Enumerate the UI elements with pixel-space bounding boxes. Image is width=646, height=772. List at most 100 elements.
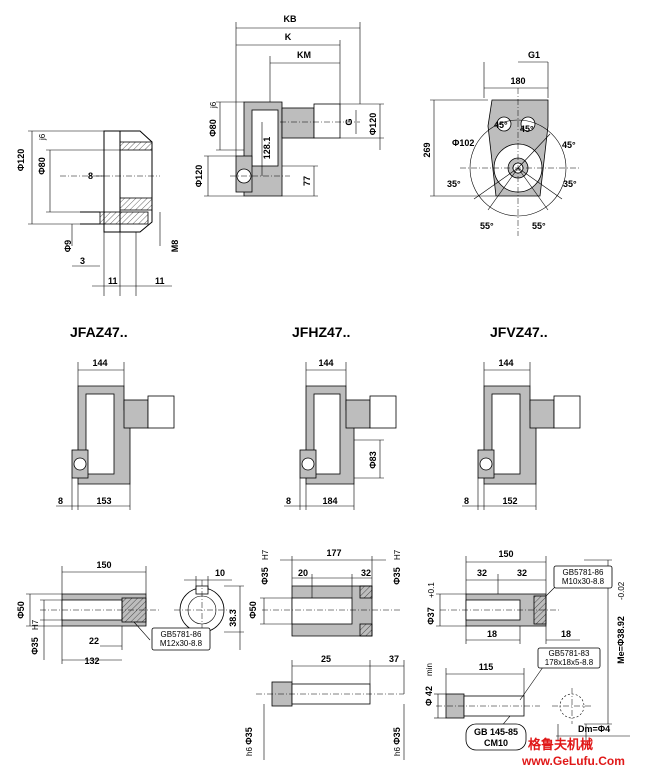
- jfaz-view: [56, 362, 175, 510]
- side-tol-label: j6: [209, 101, 218, 109]
- front-a45b-label: 45°: [520, 124, 534, 134]
- shaft-v-key-callout: [537, 647, 601, 669]
- shaft-v-n18b-label: 18: [561, 629, 571, 639]
- flange-m8-label: M8: [170, 240, 180, 253]
- side-n77-label: 77: [302, 176, 312, 186]
- side-n128-label: 128.1: [262, 137, 272, 160]
- shaft-a-detail: [26, 566, 244, 664]
- flange-detail: [28, 130, 172, 296]
- front-a55b-label: 55°: [532, 221, 546, 231]
- jfaz-n153-label: 153: [96, 496, 111, 506]
- shaft-h-d35a-label: Φ35: [260, 567, 270, 584]
- title-jfvz: JFVZ47..: [490, 324, 548, 340]
- jfhz-d83-label: Φ83: [368, 451, 378, 468]
- side-d120b-label: Φ120: [194, 165, 204, 187]
- shaft-h-n37-label: 37: [389, 654, 399, 664]
- shaft-v-n150-label: 150: [498, 549, 513, 559]
- front-view: [430, 61, 580, 236]
- shaft-h-d35b-label: Φ35: [392, 567, 402, 584]
- shaft-v-detail: [434, 556, 630, 740]
- flange-n3-label: 3: [80, 256, 85, 266]
- shaft-v-center-callout: [465, 723, 527, 751]
- jfhz-n8-label: 8: [286, 496, 291, 506]
- shaft-h-n20-label: 20: [298, 568, 308, 578]
- shaft-v-dm-label: Dm=Φ4: [578, 724, 610, 734]
- shaft-h-d35d-label: Φ35: [392, 727, 402, 744]
- title-jfaz: JFAZ47..: [70, 324, 128, 340]
- front-n180-label: 180: [510, 76, 525, 86]
- shaft-v-n115-label: 115: [479, 662, 494, 672]
- side-k-label: K: [285, 32, 292, 42]
- front-n269-label: 269: [422, 142, 432, 157]
- jfvz-view: [462, 362, 581, 510]
- shaft-v-n32b-label: 32: [517, 568, 527, 578]
- shaft-h-d35c-label: Φ35: [244, 727, 254, 744]
- jfvz-n8-label: 8: [464, 496, 469, 506]
- shaft-v-d42-label: Φ 42: [424, 686, 434, 706]
- shaft-h-n25-label: 25: [321, 654, 331, 664]
- shaft-h-n32-label: 32: [361, 568, 371, 578]
- shaft-v-bolt-callout: [553, 565, 613, 589]
- jfhz-n144-label: 144: [318, 358, 333, 368]
- front-g1-label: G1: [528, 50, 540, 60]
- flange-n11a-label: 11: [108, 276, 118, 286]
- shaft-a-n383-label: 38.3: [228, 609, 238, 627]
- shaft-v-d37-label: Φ37: [426, 607, 436, 624]
- front-a45c-label: 45°: [562, 140, 576, 150]
- flange-d80-label: Φ80: [37, 157, 47, 174]
- shaft-h-tol-d-label: h6: [393, 747, 402, 756]
- front-a35a-label: 35°: [447, 179, 461, 189]
- side-d80-label: Φ80: [208, 119, 218, 136]
- shaft-v-std4-label: 178x18x5-8.8: [545, 658, 594, 667]
- shaft-v-metol-label: -0.02: [617, 581, 626, 600]
- shaft-v-std6-label: CM10: [484, 738, 508, 748]
- shaft-v-n18a-label: 18: [487, 629, 497, 639]
- watermark-cn: 格鲁夫机械: [528, 737, 593, 753]
- shaft-a-std1-label: GB5781-86: [161, 630, 202, 639]
- shaft-h-tol-c-label: h6: [245, 747, 254, 756]
- title-jfhz: JFHZ47..: [292, 324, 350, 340]
- side-g-label: G: [344, 118, 354, 125]
- front-a45a-label: 45°: [494, 120, 508, 130]
- shaft-a-d50-label: Φ50: [16, 601, 26, 618]
- side-d120-label: Φ120: [368, 113, 378, 135]
- watermark-url: www.GeLufu.Com: [521, 754, 625, 768]
- front-d102-label: Φ102: [452, 138, 474, 148]
- side-view: [204, 22, 384, 197]
- flange-d9-label: Φ9: [63, 240, 73, 252]
- shaft-v-me-label: Me=Φ38.92: [616, 616, 626, 664]
- shaft-v-tol42-label: min: [425, 663, 434, 676]
- shaft-a-tol-label: H7: [31, 619, 40, 630]
- shaft-h-n177-label: 177: [326, 548, 341, 558]
- shaft-v-n32a-label: 32: [477, 568, 487, 578]
- shaft-a-d35-label: Φ35: [30, 637, 40, 654]
- shaft-a-bolt-callout: [151, 627, 211, 651]
- jfhz-n184-label: 184: [322, 496, 337, 506]
- shaft-a-std2-label: M12x30-8.8: [160, 639, 203, 648]
- flange-d120-label: Φ120: [16, 149, 26, 171]
- shaft-a-n150-label: 150: [96, 560, 111, 570]
- shaft-v-std5-label: GB 145-85: [474, 727, 518, 737]
- shaft-v-std2-label: M10x30-8.8: [562, 577, 605, 586]
- shaft-v-std3-label: GB5781-83: [549, 649, 590, 658]
- front-a55a-label: 55°: [480, 221, 494, 231]
- flange-n11b-label: 11: [155, 276, 165, 286]
- jfhz-view: [284, 362, 397, 510]
- shaft-v-tol37-label: +0.1: [427, 582, 436, 598]
- jfaz-n144-label: 144: [92, 358, 107, 368]
- shaft-h-tol-a-label: H7: [261, 549, 270, 560]
- shaft-a-n132-label: 132: [84, 656, 99, 666]
- shaft-a-n10-label: 10: [215, 568, 225, 578]
- jfvz-n144-label: 144: [498, 358, 513, 368]
- jfaz-n8-label: 8: [58, 496, 63, 506]
- jfvz-n152-label: 152: [502, 496, 517, 506]
- shaft-v-std1-label: GB5781-86: [563, 568, 604, 577]
- flange-n8-label: 8: [88, 171, 93, 181]
- flange-tol-label: j6: [38, 133, 47, 141]
- shaft-h-detail: [256, 556, 405, 760]
- front-a35b-label: 35°: [563, 179, 577, 189]
- side-kb-label: KB: [284, 14, 297, 24]
- side-km-label: KM: [297, 50, 311, 60]
- shaft-h-d50-label: Φ50: [248, 601, 258, 618]
